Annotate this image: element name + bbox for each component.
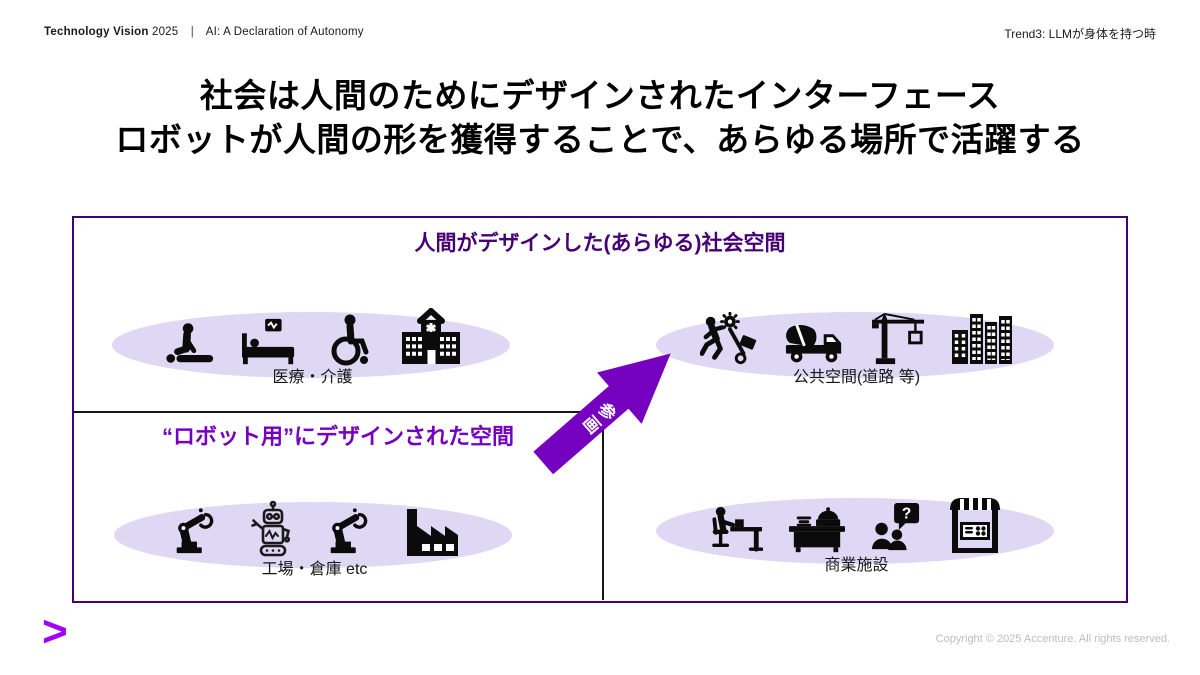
zone-label-factory: 工場・倉庫 etc bbox=[261, 561, 368, 578]
brand-year: 2025 bbox=[151, 26, 179, 38]
storefront-icon bbox=[949, 498, 1000, 553]
mixer-truck-icon bbox=[785, 324, 841, 363]
worker-icon bbox=[699, 312, 756, 365]
hospital-bed-icon bbox=[241, 318, 294, 365]
vertical-divider bbox=[602, 411, 604, 600]
people-question-icon: ? bbox=[871, 503, 919, 551]
cpr-icon bbox=[165, 323, 213, 363]
crane-icon bbox=[871, 312, 924, 365]
trend-label: Trend3: LLMが身体を持つ時 bbox=[1004, 27, 1156, 41]
zone-label-medical: 医療・介護 bbox=[272, 369, 353, 386]
buffet-icon bbox=[788, 507, 845, 553]
report-subtitle: AI: A Declaration of Autonomy bbox=[205, 26, 364, 38]
buildings-icon bbox=[951, 314, 1012, 364]
arrow-shape bbox=[533, 353, 671, 475]
robot-arm-icon bbox=[176, 508, 213, 554]
copyright-text: Copyright © 2025 Accenture. All rights r… bbox=[935, 633, 1170, 645]
zone-public: 公共空間(道路 等) bbox=[654, 284, 1059, 390]
robot-space-header: “ロボット用”にデザインされた空間 bbox=[161, 424, 514, 449]
title-line-1: 社会は人間のためにデザインされたインターフェース bbox=[199, 77, 1001, 114]
title-line-2: ロボットが人間の形を獲得することで、あらゆる場所で活躍する bbox=[115, 120, 1085, 158]
brand-name: Technology Vision bbox=[44, 26, 149, 38]
robot-icon bbox=[250, 500, 290, 557]
participation-arrow: 参画 bbox=[516, 321, 699, 496]
wheelchair-icon bbox=[331, 314, 368, 366]
zone-label-public: 公共空間(道路 等) bbox=[792, 369, 921, 386]
desk-worker-icon bbox=[711, 506, 763, 552]
human-space-header: 人間がデザインした(あらゆる)社会空間 bbox=[414, 232, 786, 255]
zone-medical: 医療・介護 bbox=[110, 284, 515, 390]
robot-arm-icon bbox=[330, 508, 367, 554]
hospital-icon bbox=[401, 308, 460, 364]
meta-divider: | bbox=[190, 26, 194, 38]
zone-commercial: ? bbox=[654, 466, 1059, 578]
breadcrumb: Technology Vision 2025 | AI: A Declarati… bbox=[44, 26, 364, 38]
horizontal-divider bbox=[74, 411, 602, 413]
factory-icon bbox=[406, 509, 458, 556]
zone-factory: 工場・倉庫 etc bbox=[112, 470, 517, 582]
svg-text:?: ? bbox=[901, 505, 910, 522]
diagram-box: 人間がデザインした(あらゆる)社会空間 “ロボット用”にデザインされた空間 bbox=[72, 216, 1128, 603]
page-title: 社会は人間のためにデザインされたインターフェース ロボットが人間の形を獲得するこ… bbox=[0, 74, 1200, 162]
zone-label-commercial: 商業施設 bbox=[824, 557, 889, 574]
accenture-logo-icon: > bbox=[42, 607, 68, 656]
